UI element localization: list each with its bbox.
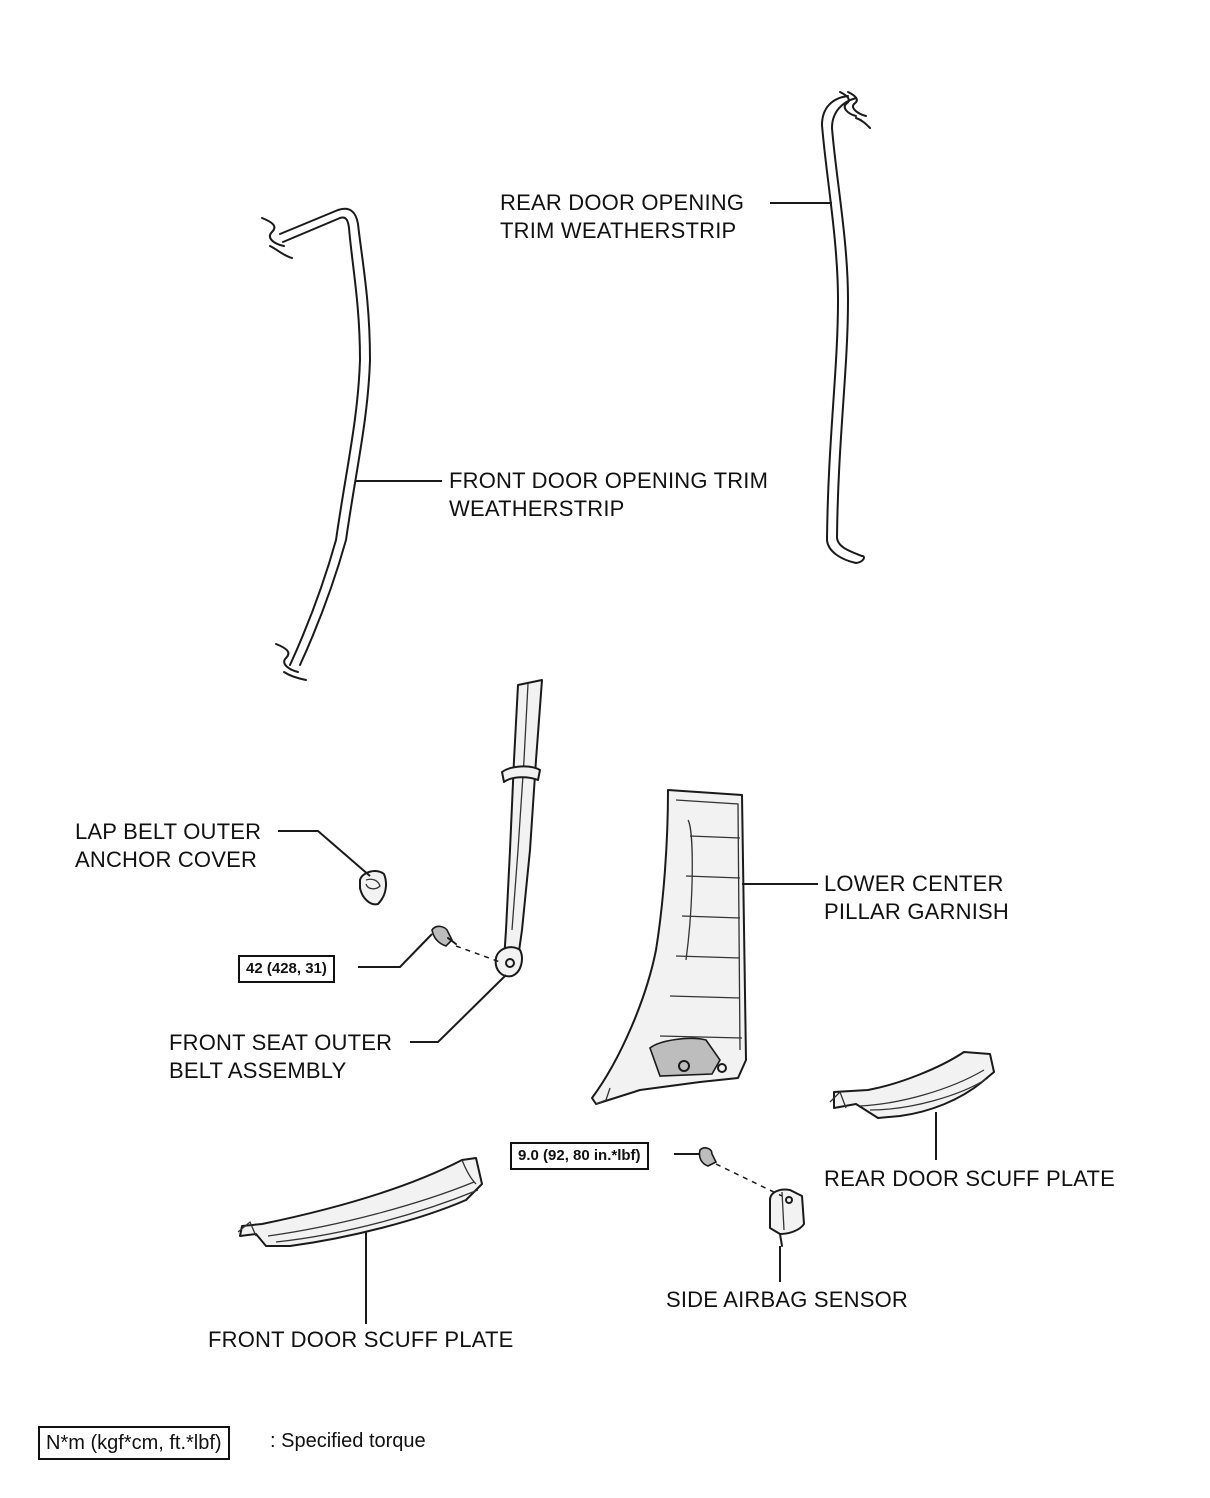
lap-belt-outer-anchor-cover [359,870,387,906]
torque-box-belt-bolt: 42 (428, 31) [238,955,335,983]
front-seat-outer-belt-assembly [494,679,543,978]
label-front-door-trim: FRONT DOOR OPENING TRIM WEATHERSTRIP [449,467,768,523]
label-front-seat-belt: FRONT SEAT OUTER BELT ASSEMBLY [169,1029,392,1085]
label-line: FRONT SEAT OUTER [169,1030,393,1055]
leader-torque-42 [358,933,433,968]
label-rear-door-trim: REAR DOOR OPENING TRIM WEATHERSTRIP [500,189,744,245]
label-lap-belt-cover: LAP BELT OUTER ANCHOR COVER [75,818,261,874]
legend-unit-box: N*m (kgf*cm, ft.*lbf) [38,1426,230,1460]
label-side-airbag: SIDE AIRBAG SENSOR [666,1287,909,1312]
label-line: TRIM WEATHERSTRIP [500,218,737,243]
rear-door-opening-trim-weatherstrip [821,91,871,564]
label-lower-center-pillar: LOWER CENTER PILLAR GARNISH [824,870,1009,926]
legend-description: : Specified torque [270,1430,426,1452]
lower-center-pillar-garnish [591,789,747,1105]
label-line: PILLAR GARNISH [824,899,1009,924]
label-line: WEATHERSTRIP [449,496,625,521]
bolt-axis-42 [455,945,501,963]
torque-box-sensor-bolt: 9.0 (92, 80 in.*lbf) [510,1142,649,1170]
front-door-opening-trim-weatherstrip [261,207,371,681]
front-door-scuff-plate [237,1157,483,1247]
label-line: ANCHOR COVER [75,847,258,872]
leader-lap-belt-cover [278,830,371,877]
belt-anchor-bolt [431,925,457,947]
label-line: REAR DOOR OPENING [500,190,745,215]
label-line: LAP BELT OUTER [75,819,262,844]
sensor-bolt [698,1147,718,1167]
label-line: LOWER CENTER [824,871,1004,896]
label-line: FRONT DOOR OPENING TRIM [449,468,769,493]
rear-door-scuff-plate [829,1051,995,1119]
side-airbag-sensor [769,1188,805,1247]
label-rear-scuff: REAR DOOR SCUFF PLATE [824,1166,1116,1191]
label-line: BELT ASSEMBLY [169,1058,347,1083]
leader-front-seat-belt [410,974,507,1043]
label-front-scuff: FRONT DOOR SCUFF PLATE [208,1327,514,1352]
bolt-axis-9 [715,1163,783,1197]
